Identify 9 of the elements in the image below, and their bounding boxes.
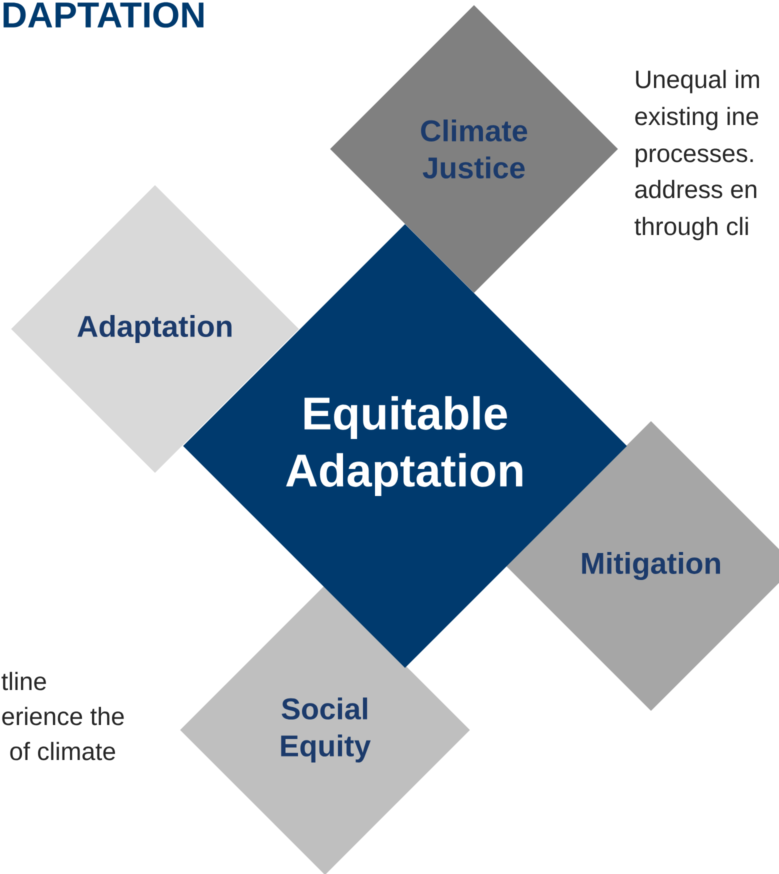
diamond-box: Climate Justice <box>330 5 618 293</box>
text-line: address en <box>635 180 756 198</box>
text-line: processes. <box>636 148 753 168</box>
text-line: tline <box>2 672 46 690</box>
diamond-box: Social Equity <box>180 585 470 874</box>
text-line: of climate <box>10 742 116 760</box>
text-line: through cli <box>634 216 748 240</box>
text-line: erience the <box>2 706 124 726</box>
heading: DAPTATION <box>4 2 204 28</box>
